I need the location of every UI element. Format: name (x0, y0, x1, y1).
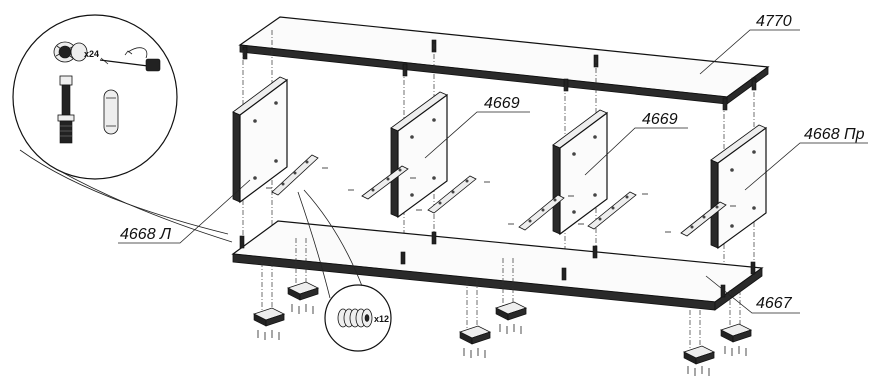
foot-4 (494, 301, 528, 321)
bottom-shelf (231, 220, 764, 311)
leveling-feet (252, 238, 753, 376)
foot-1 (252, 307, 286, 327)
screw-bundle-icon (337, 308, 373, 328)
hinge-bracket-3 (427, 175, 477, 214)
foot-screws (257, 304, 747, 376)
cam-lock-icon (53, 41, 88, 63)
cam-bolt-icon (57, 75, 75, 144)
hinge-bracket-4 (518, 194, 565, 231)
foot-5 (682, 345, 716, 365)
label-inner-panel-b: 4669 (642, 111, 678, 128)
label-bottom-shelf: 4667 (756, 295, 793, 312)
foot-6 (719, 323, 753, 343)
bottom-shelf-side-edge (714, 267, 763, 311)
dowel-icon (103, 89, 119, 135)
fastener-count-label: x24 (84, 49, 99, 59)
leader-4667 (705, 275, 800, 314)
leader-4668-right (744, 142, 868, 191)
hinge-bracket-6 (680, 201, 727, 237)
leader-4669-a (424, 111, 530, 159)
detail-leader-b (57, 169, 233, 243)
foot-2 (286, 281, 320, 301)
hinge-detail-callout: x12 (297, 189, 392, 352)
inner-panel-2 (552, 109, 608, 236)
label-inner-panel-a: 4669 (484, 95, 520, 112)
hinge-detail-circle (324, 284, 392, 352)
hinge-brackets (266, 154, 736, 237)
detail-leader-a (19, 149, 229, 235)
inner-panel-1 (390, 91, 448, 219)
hinge-bracket-5 (587, 191, 637, 230)
fastener-detail-callout: x24 (12, 14, 233, 243)
screwdriver-icon (99, 47, 161, 72)
label-right-side: 4668 Пр (804, 126, 865, 143)
right-side-panel (710, 124, 767, 250)
hinge-leader-a (297, 191, 331, 299)
hinge-bracket-2 (361, 165, 409, 200)
foot-3 (458, 325, 492, 345)
bracket-screws (266, 167, 736, 233)
leader-4669-b (584, 127, 688, 176)
leader-4668-left (118, 179, 251, 244)
label-top-shelf: 4770 (756, 13, 792, 30)
hinge-leader-b (303, 189, 363, 287)
label-left-side: 4668 Л (120, 226, 171, 243)
hinge-count-label: x12 (374, 314, 389, 324)
left-side-panel (232, 76, 288, 204)
leader-4770 (699, 29, 800, 75)
detail-circle (12, 14, 178, 180)
hinge-bracket-1 (271, 154, 319, 196)
part-labels: 4770 4669 4669 4668 Пр 4668 Л 4667 (118, 13, 868, 314)
